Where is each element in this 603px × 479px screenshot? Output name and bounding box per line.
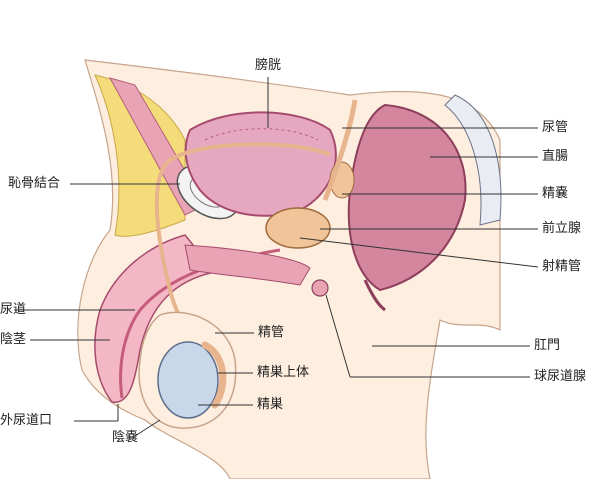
- ureter-shape: [322, 99, 358, 201]
- prostate-shape: [265, 207, 331, 249]
- label-seminal-vesicle: 精嚢: [542, 186, 569, 201]
- label-scrotum: 陰嚢: [112, 430, 139, 445]
- label-urethra: 尿道: [0, 302, 27, 317]
- label-bulbourethral-gland: 球尿道腺: [534, 369, 587, 384]
- label-anus: 肛門: [534, 338, 561, 353]
- rectum-shape: [347, 103, 467, 292]
- label-testis: 精巣: [257, 397, 284, 412]
- label-bladder: 膀胱: [255, 58, 282, 73]
- label-ureter: 尿管: [542, 120, 569, 135]
- leader-lines: [14, 77, 539, 437]
- label-vas-deferens: 精管: [258, 325, 285, 340]
- label-external-urethral-orifice: 外尿道口: [0, 413, 53, 428]
- epididymis-shape: [201, 341, 227, 409]
- bulbourethral-gland-shape: [311, 279, 329, 297]
- abdominal-fat: [94, 74, 186, 237]
- anus-shape: [363, 279, 386, 312]
- label-rectum: 直腸: [542, 149, 569, 164]
- label-pubic-symphysis: 恥骨結合: [8, 176, 61, 191]
- label-prostate: 前立腺: [542, 221, 582, 236]
- bladder-shape: [184, 111, 337, 217]
- testis-shape: [157, 341, 219, 419]
- label-epididymis: 精巣上体: [257, 365, 310, 380]
- label-ejaculatory-duct: 射精管: [542, 259, 582, 274]
- label-penis: 陰茎: [0, 332, 27, 347]
